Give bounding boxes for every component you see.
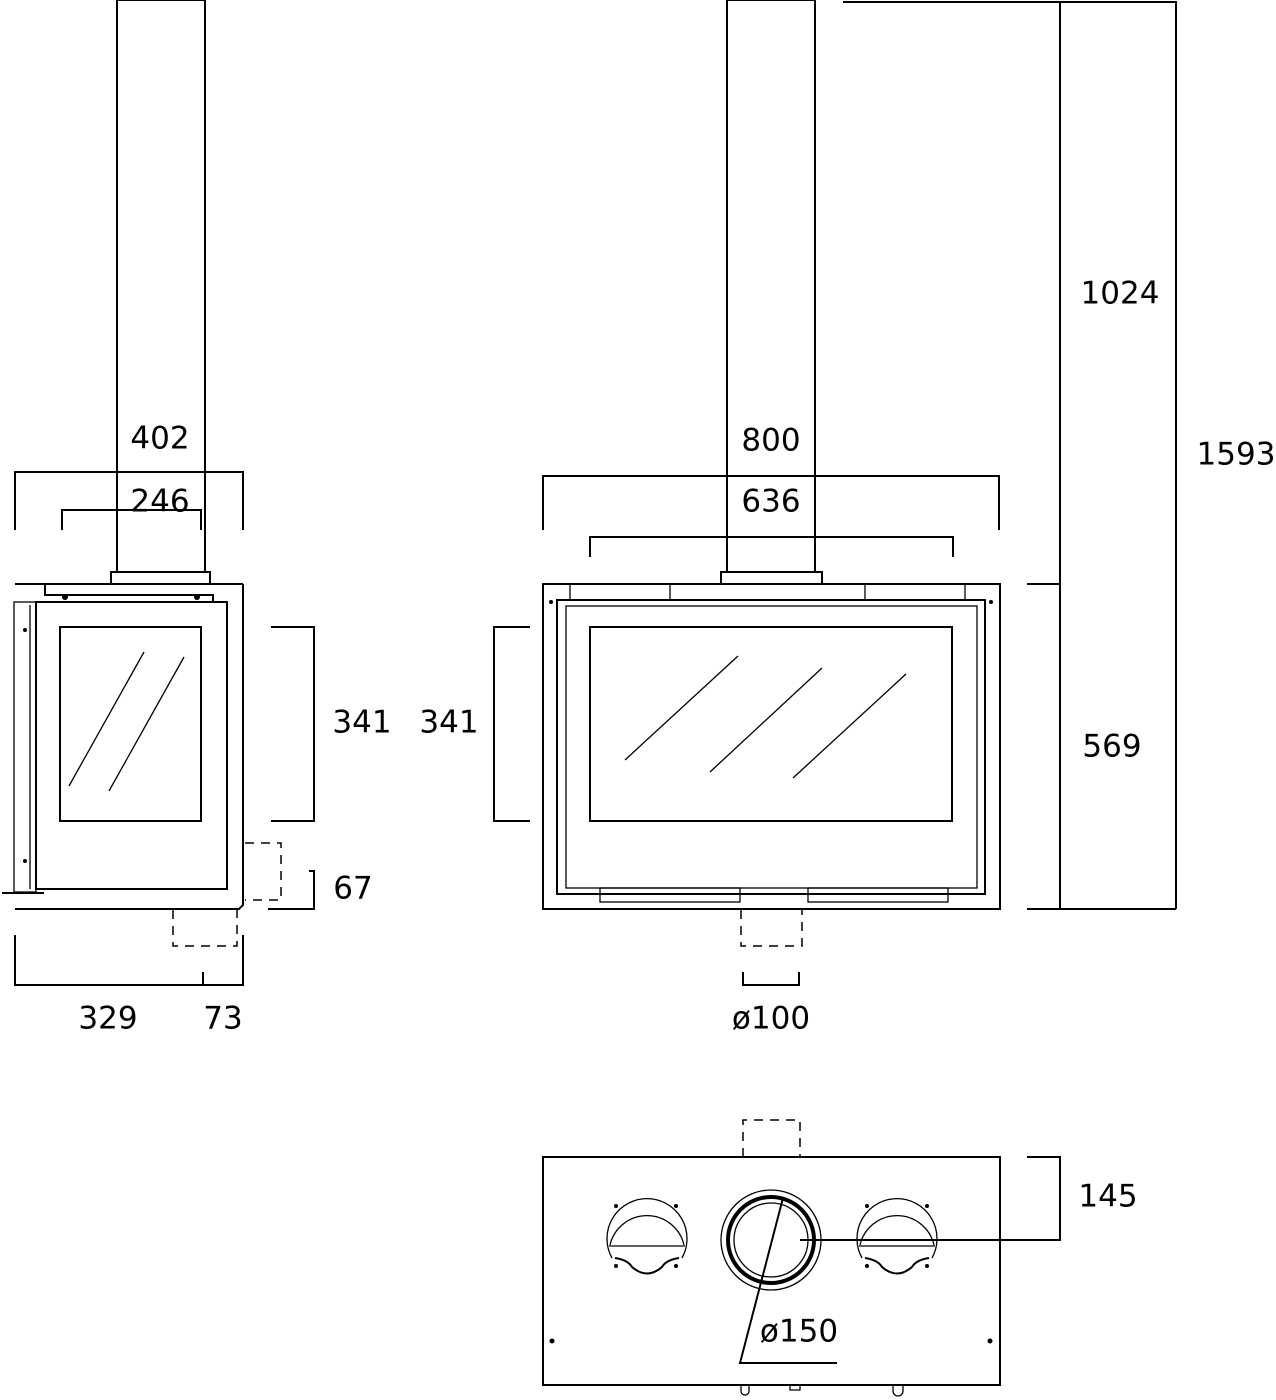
dim-label-depth-body: 329 <box>78 1001 137 1037</box>
dim-label-front-width-flue: 636 <box>741 484 800 520</box>
front-view: 800 636 341 ø100 1024 569 1593 <box>419 0 1275 1037</box>
dim-lines-heights <box>843 1 1177 910</box>
top-body <box>542 1156 1001 1386</box>
side-body-outline <box>15 584 244 910</box>
dim-line-636 <box>589 536 954 557</box>
side-glass <box>59 626 202 822</box>
glass-reflection <box>108 656 185 792</box>
dim-line-depth <box>14 935 244 986</box>
dim-label-flue-offset: 145 <box>1078 1179 1137 1215</box>
dim-label-side-glass-height: 341 <box>332 705 391 741</box>
front-door <box>556 599 986 895</box>
side-view: 402 246 341 67 329 73 <box>2 0 392 1037</box>
dim-label-height-total: 1593 <box>1197 437 1276 473</box>
dim-label-height-body: 569 <box>1082 729 1141 765</box>
dim-line-145 <box>800 1156 1061 1241</box>
dim-line-67 <box>268 870 315 910</box>
front-glass <box>589 626 953 822</box>
front-flue-collar <box>720 571 823 585</box>
side-flue-collar <box>110 571 211 585</box>
left-vent-opening <box>606 1197 688 1275</box>
front-body <box>542 583 1001 910</box>
dim-label-air-inlet-diameter: ø100 <box>732 1001 810 1037</box>
side-air-inlet-rear <box>245 842 282 901</box>
side-air-inlet-bottom <box>172 910 238 947</box>
glass-reflection <box>624 655 739 761</box>
dim-line-side-341 <box>271 626 315 822</box>
dim-line-246 <box>61 509 202 530</box>
top-air-inlet <box>742 1119 801 1157</box>
dim-label-air-inlet-height: 67 <box>333 871 372 907</box>
dim-line-100 <box>742 972 800 986</box>
dim-label-side-width-total: 402 <box>130 421 189 457</box>
dim-line-402 <box>14 471 244 530</box>
dim-line-800 <box>542 475 1000 530</box>
dim-label-front-glass-height: 341 <box>419 705 478 741</box>
side-hinge <box>13 601 37 893</box>
right-vent-opening <box>856 1197 938 1275</box>
dim-label-height-flue: 1024 <box>1081 276 1160 312</box>
glass-reflection <box>792 673 907 779</box>
dim-label-depth-rear: 73 <box>203 1001 242 1037</box>
top-view: 145 ø150 <box>542 1119 1138 1397</box>
glass-reflection <box>709 667 823 773</box>
dim-line-front-341 <box>493 626 530 822</box>
dim-label-flue-diameter: ø150 <box>760 1314 838 1350</box>
dim-label-front-width-total: 800 <box>741 423 800 459</box>
front-air-inlet <box>740 910 803 947</box>
leader-line-150 <box>738 1197 837 1364</box>
dim-label-side-width-flue: 246 <box>130 484 189 520</box>
glass-reflection <box>68 651 145 787</box>
side-door <box>35 601 228 890</box>
